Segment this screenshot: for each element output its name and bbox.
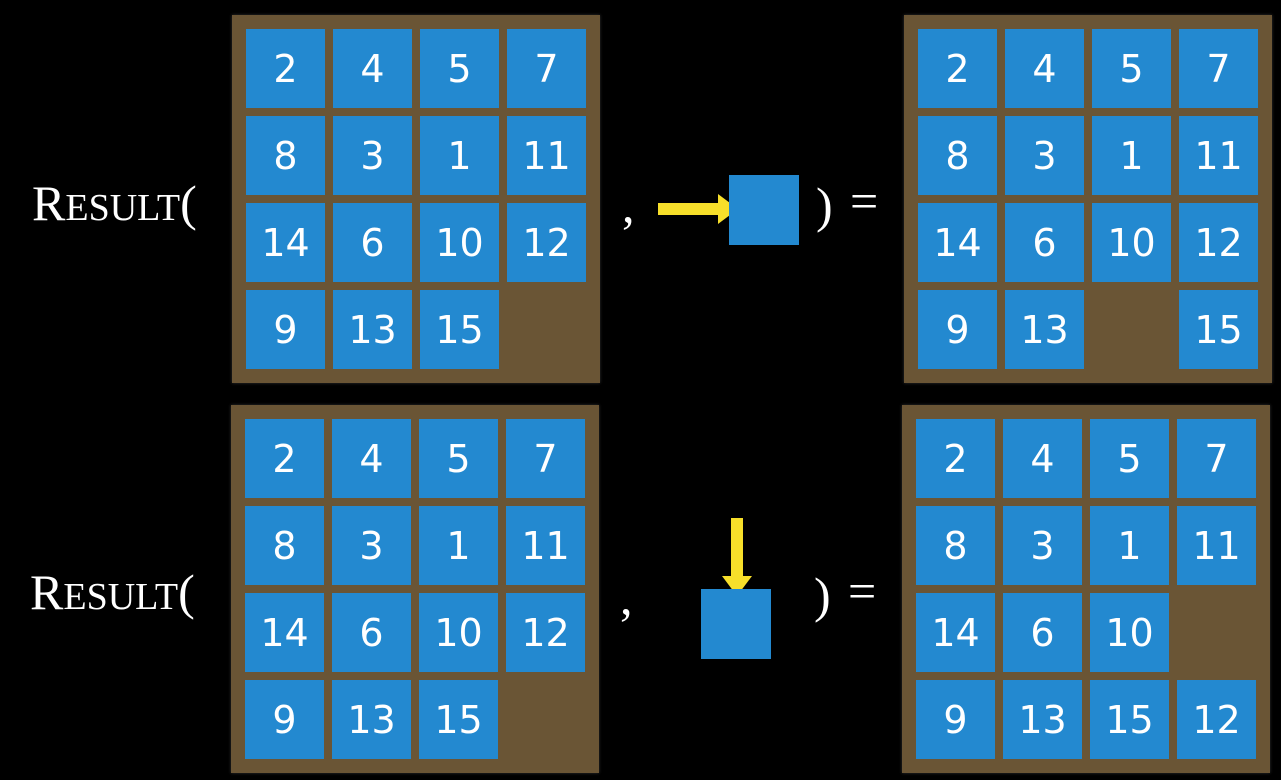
puzzle-tile: 15: [1090, 680, 1169, 759]
puzzle-tile: 4: [333, 29, 412, 108]
close-paren: ): [816, 177, 833, 233]
puzzle-tile: 2: [245, 419, 324, 498]
result-function-label: RESULT(: [30, 564, 195, 620]
puzzle-tile: 2: [918, 29, 997, 108]
puzzle-tile: 10: [1090, 593, 1169, 672]
puzzle-tile: 10: [419, 593, 498, 672]
puzzle-tile: 13: [332, 680, 411, 759]
puzzle-tile: 5: [1092, 29, 1171, 108]
puzzle-tile: 12: [507, 203, 586, 282]
puzzle-tile: 11: [1179, 116, 1258, 195]
puzzle-tile: 7: [1179, 29, 1258, 108]
comma: ,: [620, 569, 633, 625]
puzzle-tile: 7: [1177, 419, 1256, 498]
puzzle-tile: 1: [420, 116, 499, 195]
puzzle-tile: 12: [1177, 680, 1256, 759]
puzzle-tile: 12: [506, 593, 585, 672]
puzzle-tile: 5: [420, 29, 499, 108]
puzzle-tile: 15: [419, 680, 498, 759]
puzzle-tile: 4: [1003, 419, 1082, 498]
puzzle-tile: 3: [1005, 116, 1084, 195]
puzzle-tile: 6: [332, 593, 411, 672]
puzzle-tile: 14: [245, 593, 324, 672]
puzzle-tile: 14: [918, 203, 997, 282]
right-arrow-icon: [658, 194, 738, 224]
puzzle-tile: 6: [1003, 593, 1082, 672]
close-paren: ): [814, 567, 831, 623]
tile-square: [729, 175, 799, 245]
puzzle-tile: 14: [246, 203, 325, 282]
puzzle-tile: 2: [916, 419, 995, 498]
down-arrow-icon: [722, 518, 752, 596]
puzzle-tile: 5: [1090, 419, 1169, 498]
puzzle-tile: 1: [419, 506, 498, 585]
equals-sign: =: [850, 173, 879, 229]
puzzle-tile: 15: [1179, 290, 1258, 369]
puzzle-tile: 4: [1005, 29, 1084, 108]
puzzle-tile: 10: [1092, 203, 1171, 282]
puzzle-tile: 9: [916, 680, 995, 759]
result-function-label: RESULT(: [32, 175, 197, 231]
puzzle-tile: 6: [1005, 203, 1084, 282]
puzzle-tile: 5: [419, 419, 498, 498]
puzzle-tile: 8: [245, 506, 324, 585]
puzzle-tile: 13: [333, 290, 412, 369]
puzzle-tile: 6: [333, 203, 412, 282]
puzzle-tile: 2: [246, 29, 325, 108]
puzzle-tile: 3: [333, 116, 412, 195]
puzzle-tile: 3: [1003, 506, 1082, 585]
puzzle-tile: 8: [246, 116, 325, 195]
puzzle-tile: 8: [916, 506, 995, 585]
puzzle-tile: 15: [420, 290, 499, 369]
equals-sign: =: [848, 563, 877, 619]
puzzle-tile: 9: [246, 290, 325, 369]
tile-square: [701, 589, 771, 659]
puzzle-tile: 1: [1090, 506, 1169, 585]
puzzle-tile: 13: [1005, 290, 1084, 369]
puzzle-tile: 7: [507, 29, 586, 108]
puzzle-tile: 11: [506, 506, 585, 585]
puzzle-tile: 3: [332, 506, 411, 585]
puzzle-tile: 7: [506, 419, 585, 498]
puzzle-tile: 11: [1177, 506, 1256, 585]
puzzle-tile: 4: [332, 419, 411, 498]
puzzle-tile: 8: [918, 116, 997, 195]
puzzle-tile: 13: [1003, 680, 1082, 759]
puzzle-tile: 12: [1179, 203, 1258, 282]
puzzle-tile: 9: [245, 680, 324, 759]
puzzle-tile: 10: [420, 203, 499, 282]
puzzle-tile: 11: [507, 116, 586, 195]
puzzle-tile: 14: [916, 593, 995, 672]
puzzle-tile: 1: [1092, 116, 1171, 195]
puzzle-tile: 9: [918, 290, 997, 369]
comma: ,: [622, 177, 635, 233]
